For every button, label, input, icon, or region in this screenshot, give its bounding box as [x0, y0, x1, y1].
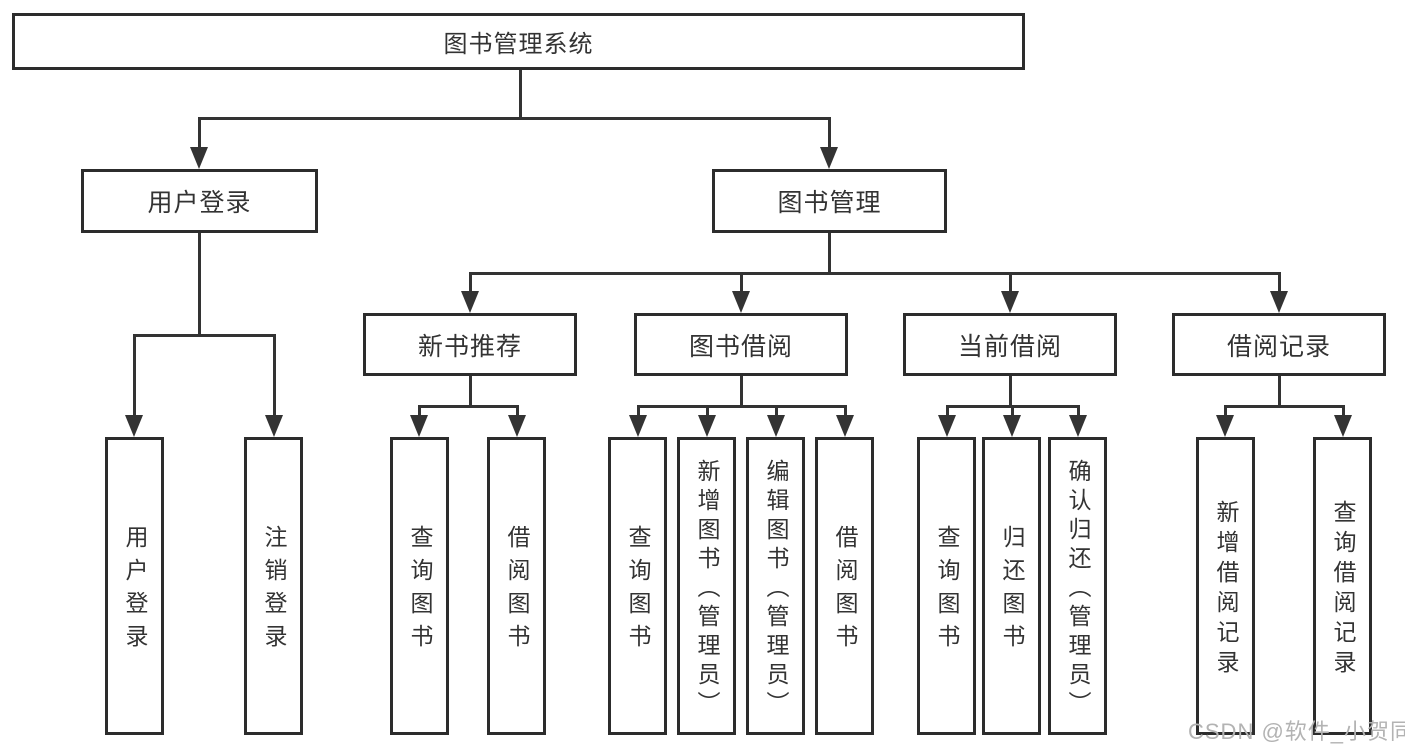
arrow-down-icon: [629, 415, 647, 437]
node-leaf-query-books-2: 查询图书: [608, 437, 667, 735]
arrow-down-icon: [1216, 415, 1234, 437]
node-leaf-add-books-admin: 新增图书（管理员）: [677, 437, 736, 735]
connector-drop: [1277, 273, 1281, 297]
connector-bar: [197, 116, 831, 120]
node-label: 查询图书: [407, 525, 433, 657]
arrow-down-icon: [190, 147, 208, 169]
connector-drop: [1341, 406, 1345, 421]
connector-stem: [518, 70, 522, 118]
node-label: 借阅记录: [1226, 332, 1331, 361]
node-borrow-records: 借阅记录: [1172, 313, 1386, 376]
connector-drop: [197, 118, 201, 153]
node-label: 当前借阅: [957, 332, 1062, 361]
node-label: 借阅图书: [504, 525, 530, 657]
node-leaf-edit-books-admin: 编辑图书（管理员）: [746, 437, 805, 735]
arrow-down-icon: [1334, 415, 1352, 437]
node-book-management-branch: 图书管理: [712, 169, 947, 233]
connector-drop: [636, 406, 640, 421]
node-new-book-recommend: 新书推荐: [363, 313, 577, 376]
arrow-down-icon: [508, 415, 526, 437]
node-label: 用户登录: [122, 525, 148, 657]
node-leaf-add-borrow-record: 新增借阅记录: [1196, 437, 1255, 735]
connector-drop: [132, 335, 136, 421]
arrow-down-icon: [836, 415, 854, 437]
arrow-down-icon: [1001, 291, 1019, 313]
connector-stem: [197, 233, 201, 335]
node-leaf-query-books-1: 查询图书: [390, 437, 449, 735]
connector-drop: [1076, 406, 1080, 421]
connector-drop: [1008, 273, 1012, 297]
arrow-down-icon: [732, 291, 750, 313]
connector-bar: [636, 404, 847, 408]
arrow-down-icon: [820, 147, 838, 169]
node-label: 新书推荐: [417, 332, 522, 361]
node-leaf-query-borrow-record: 查询借阅记录: [1313, 437, 1372, 735]
node-label: 编辑图书（管理员）: [763, 458, 789, 720]
node-leaf-logout: 注销登录: [244, 437, 303, 735]
connector-stem: [739, 376, 743, 406]
connector-drop: [739, 273, 743, 297]
connector-drop: [945, 406, 949, 421]
connector-stem: [468, 376, 472, 406]
node-leaf-borrow-books-2: 借阅图书: [815, 437, 874, 735]
csdn-watermark: CSDN @软件_小贺同学: [1188, 719, 1405, 744]
node-label: 注销登录: [261, 525, 287, 657]
arrow-down-icon: [938, 415, 956, 437]
connector-drop: [417, 406, 421, 421]
node-label: 查询借阅记录: [1330, 499, 1356, 680]
arrow-down-icon: [410, 415, 428, 437]
node-label: 用户登录: [147, 189, 252, 217]
connector-drop: [774, 406, 778, 421]
node-leaf-return-books: 归还图书: [982, 437, 1041, 735]
arrow-down-icon: [698, 415, 716, 437]
connector-bar: [132, 333, 276, 337]
node-label: 图书管理系统: [443, 31, 594, 58]
node-leaf-user-login: 用户登录: [105, 437, 164, 735]
node-label: 新增借阅记录: [1213, 499, 1239, 680]
node-label: 查询图书: [625, 525, 651, 657]
node-user-login-branch: 用户登录: [81, 169, 318, 233]
connector-drop: [843, 406, 847, 421]
arrow-down-icon: [767, 415, 785, 437]
connector-drop: [1010, 406, 1014, 421]
node-book-borrowing: 图书借阅: [634, 313, 848, 376]
connector-stem: [1277, 376, 1281, 406]
node-current-borrowing: 当前借阅: [903, 313, 1117, 376]
node-leaf-query-books-3: 查询图书: [917, 437, 976, 735]
arrow-down-icon: [265, 415, 283, 437]
connector-bar: [417, 404, 519, 408]
node-label: 新增图书（管理员）: [694, 458, 720, 720]
node-library-management-system: 图书管理系统: [12, 13, 1025, 70]
connector-drop: [705, 406, 709, 421]
node-label: 借阅图书: [832, 525, 858, 657]
arrow-down-icon: [125, 415, 143, 437]
node-leaf-borrow-books-1: 借阅图书: [487, 437, 546, 735]
connector-drop: [827, 118, 831, 153]
connector-stem: [1008, 376, 1012, 406]
node-label: 图书管理: [777, 189, 882, 217]
connector-drop: [515, 406, 519, 421]
arrow-down-icon: [1270, 291, 1288, 313]
connector-drop: [272, 335, 276, 421]
arrow-down-icon: [461, 291, 479, 313]
node-leaf-confirm-return-admin: 确认归还（管理员）: [1048, 437, 1107, 735]
arrow-down-icon: [1069, 415, 1087, 437]
connector-bar: [468, 271, 1281, 275]
connector-bar: [1223, 404, 1345, 408]
node-label: 确认归还（管理员）: [1065, 458, 1091, 720]
arrow-down-icon: [1003, 415, 1021, 437]
connector-stem: [827, 233, 831, 273]
node-label: 图书借阅: [688, 332, 793, 361]
node-label: 归还图书: [999, 525, 1025, 657]
connector-drop: [1223, 406, 1227, 421]
connector-drop: [468, 273, 472, 297]
node-label: 查询图书: [934, 525, 960, 657]
